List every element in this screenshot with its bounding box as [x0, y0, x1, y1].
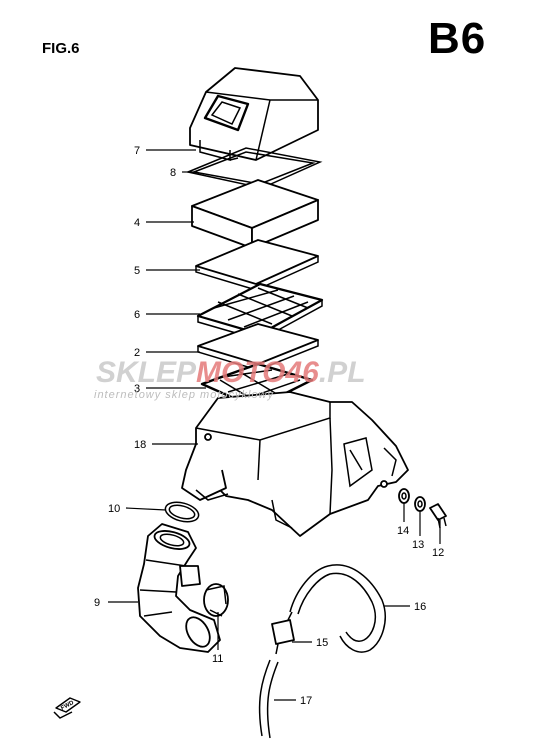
- part-7-cover: [189, 67, 319, 161]
- watermark-logo: SKLEPMOTO46.PL: [96, 356, 366, 389]
- part-6-element-frame: [196, 282, 324, 341]
- part-5-filter: [195, 239, 319, 291]
- part-16-drain-hose: [289, 564, 386, 653]
- callout-13: 13: [412, 539, 424, 551]
- callout-numbers: 7 8 4 5 6 2 3 18 10 9 11 14 13 12 16 15 …: [94, 145, 444, 707]
- callout-4: 4: [134, 217, 140, 229]
- part-4-foam-element: [191, 179, 319, 249]
- callout-8: 8: [170, 167, 176, 179]
- part-8-gasket: [185, 147, 323, 189]
- part-13-cushion: [414, 496, 426, 512]
- watermark: SKLEPMOTO46.PL internetowy sklep motocyk…: [94, 356, 366, 401]
- callout-9: 9: [94, 597, 100, 609]
- fwd-arrow: FWD: [53, 697, 81, 719]
- figure-label: FIG.6: [42, 40, 80, 57]
- callout-15: 15: [316, 637, 328, 649]
- watermark-tagline: internetowy sklep motocyklowy: [94, 389, 275, 401]
- part-11-clamp: [203, 583, 229, 617]
- callout-10: 10: [108, 503, 120, 515]
- callout-3: 3: [134, 383, 140, 395]
- callout-14: 14: [397, 525, 409, 537]
- part-9-intake-hose: [137, 523, 221, 653]
- part-18-case: [181, 391, 409, 537]
- part-12-bolt: [429, 503, 447, 529]
- callout-16: 16: [414, 601, 426, 613]
- callout-7: 7: [134, 145, 140, 157]
- part-17-drain-tube: [258, 659, 279, 739]
- leader-lines: [108, 149, 441, 701]
- callout-11: 11: [212, 653, 223, 665]
- callout-2: 2: [134, 347, 140, 359]
- callout-5: 5: [134, 265, 140, 277]
- callout-17: 17: [300, 695, 312, 707]
- callout-12: 12: [432, 547, 444, 559]
- callout-18: 18: [134, 439, 146, 451]
- part-14-washer: [398, 488, 410, 504]
- section-code: B6: [428, 14, 487, 63]
- part-15-drain-valve: [271, 611, 295, 655]
- part-10-o-ring: [164, 501, 200, 523]
- callout-6: 6: [134, 309, 140, 321]
